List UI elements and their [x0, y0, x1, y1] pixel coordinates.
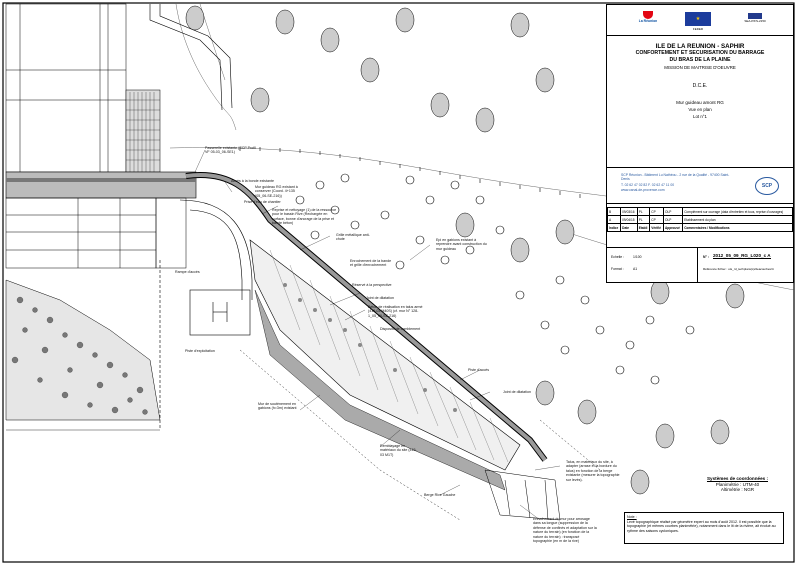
- format-label: Format :: [611, 267, 624, 271]
- revision-row: A 09/04/15 PL CP OLP Etablissement du pl…: [606, 215, 793, 224]
- annotation-operating-track: Piste d'exploitation: [185, 349, 215, 353]
- region-logo: La Réunion: [637, 11, 659, 29]
- planimetry: Planimétrie : UTM-40: [715, 481, 760, 487]
- drawing-info: Echelle : 1/100 Format : A1 N° : 2012_05…: [607, 247, 793, 283]
- annotation-basin-cleaning: Reprise et nettoyage (1) de la ressource…: [272, 208, 337, 226]
- altimetry: Altimétrie : NGR: [720, 487, 755, 493]
- scp-logo: SCP: [755, 177, 779, 195]
- project-subtitle-1: CONFORTEMENT ET SECURISATION DU BARRAGE: [635, 50, 765, 56]
- logo-row: La Réunion ★ FEDER SEA-P/FS-2150: [607, 5, 793, 36]
- annotation-existing-footbridge: Passerelle existante (SCP Profil VF 05-0…: [205, 146, 256, 155]
- company-block: SCP Réunion - Bâtiment Lu Nathéou - 2 ru…: [607, 167, 793, 204]
- phase-label: D.C.E.: [692, 83, 708, 89]
- scale-value: 1/100: [633, 255, 642, 259]
- title-main: ILE DE LA REUNION - SAPHIR CONFORTEMENT …: [607, 35, 793, 168]
- annotation-access-track: Piste d'accès: [468, 368, 490, 372]
- annotation-existing-access: Accès à la bonde existante: [231, 179, 274, 183]
- eu-caption: FEDER: [692, 27, 704, 31]
- note-title: Note :: [627, 515, 637, 519]
- annotation-wall-riprap: Enrochement du mur pour arrosage dans sa…: [533, 517, 597, 544]
- view-name: Vue en plan: [688, 107, 712, 112]
- mission-label: MISSION DE MAITRISE D'OEUVRE: [664, 65, 736, 70]
- annotation-access-ramp: Rampe d'accès: [175, 270, 200, 274]
- company-website: www.canal-de-provence.com: [621, 188, 665, 192]
- format-value: A1: [633, 267, 638, 271]
- number-label: N° :: [703, 255, 709, 259]
- project-title: ILE DE LA REUNION - SAPHIR: [655, 43, 745, 50]
- scale-label: Echelle :: [611, 255, 625, 259]
- project-subtitle-2: DU BRAS DE LA PLAINE: [669, 57, 731, 63]
- annotation-grid-anti-fall: Grille métallique anti-chute: [336, 233, 370, 242]
- coordinate-title: Systèmes de coordonnées :: [706, 476, 768, 481]
- title-block: La Réunion ★ FEDER SEA-P/FS-2150 ILE DE …: [606, 4, 794, 283]
- revision-table: B 09/03/16 PL CP OLP Complément sur ouvr…: [606, 203, 793, 248]
- eu-flag-logo: ★: [685, 12, 711, 26]
- revision-header: Indice Date Etabli Vérifié Approuvé Comm…: [606, 223, 793, 232]
- annotation-riprap: Enrochement de la bande et grille d'enro…: [350, 259, 392, 268]
- annotation-site-intake: Prise d'eau de chantier: [244, 200, 281, 204]
- annotation-expansion-joint-1: Joint de dilatation: [366, 296, 394, 300]
- company-contact: T. 02 62 47 02 82 F. 02 62 47 11 00: [621, 183, 675, 187]
- company-address: SCP Réunion - Bâtiment Lu Nathéou - 2 ru…: [621, 173, 730, 182]
- annotation-concrete-slope: Béton de réalisation en talus armé (415-…: [368, 305, 423, 318]
- annotation-backfill-device: Dispositif de comblement: [380, 327, 421, 331]
- lot-label: Lot n°1: [693, 114, 707, 119]
- annotation-embankment: Talus, en matériaux du site, à adapter (…: [566, 460, 620, 482]
- file-reference: Référence fichier : uts_rd_techplans(s)/…: [703, 267, 774, 271]
- sea-logo: SEA-P/FS-2150: [735, 13, 775, 23]
- annotation-backfill: Remblayage en matériaux du site (415-03 …: [380, 444, 417, 457]
- annotation-gabion-wall: Mur de soutènement en gabions (h=3m) exi…: [258, 402, 297, 411]
- coordinate-system: Systèmes de coordonnées : Planimétrie : …: [700, 476, 775, 493]
- revision-row: B 09/03/16 PL CP OLP Complément sur ouvr…: [606, 207, 793, 216]
- annotation-gabion-spur: Epi en gabions existant à reprendre avan…: [436, 238, 487, 251]
- annotation-left-bank: Berge Rive Gauche: [424, 493, 456, 497]
- drawing-number: 2012_05_09_RG_L020_c A: [713, 253, 771, 259]
- note-text: Levé topographique réalisé par géomètre …: [627, 519, 776, 533]
- drawing-name: Mur guideau amont RG: [676, 100, 724, 105]
- annotation-expansion-joint-2: Joint de dilatation: [503, 390, 531, 394]
- note-box: Note : Levé topographique réalisé par gé…: [624, 512, 784, 544]
- annotation-reserved: Réservé à la perspective: [352, 283, 392, 287]
- annotation-existing-wall: Mur guideau RG existant à conserver (Coo…: [255, 185, 298, 198]
